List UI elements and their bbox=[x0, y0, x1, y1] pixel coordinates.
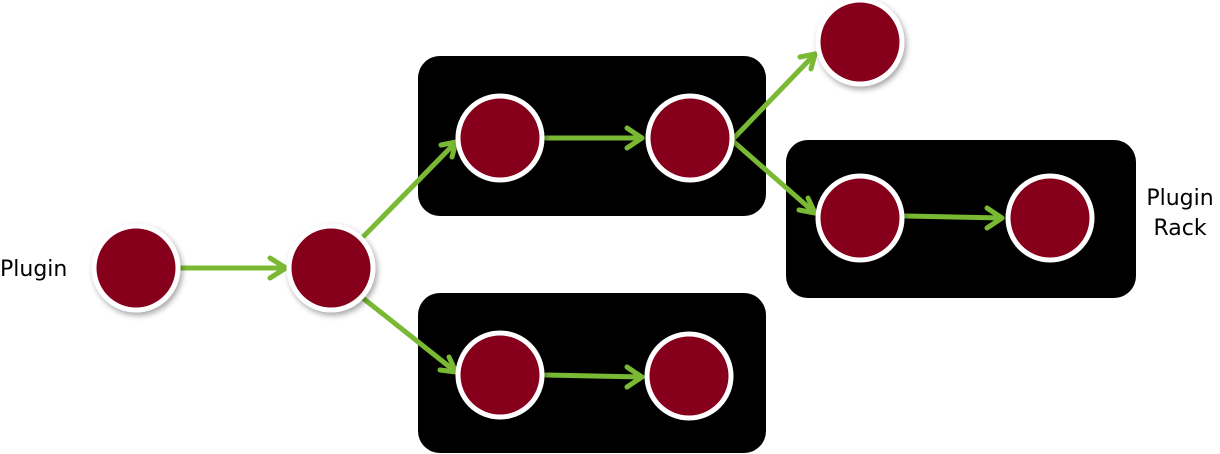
nodes bbox=[91, 0, 1095, 421]
arrow-bottom-1-to-bottom-2 bbox=[543, 372, 645, 380]
node-right-2 bbox=[1005, 173, 1095, 263]
node-top-2 bbox=[645, 93, 735, 183]
node-hub bbox=[286, 223, 376, 313]
plugin-rack-label-line2: Rack bbox=[1153, 216, 1207, 241]
arrowhead-top-1-to-top-2 bbox=[624, 125, 645, 151]
node-plugin bbox=[91, 223, 181, 313]
arrow-top-2-to-free bbox=[731, 51, 818, 141]
node-right-1 bbox=[815, 173, 905, 263]
arrow-top-2-to-right-1 bbox=[731, 139, 818, 216]
node-bottom-2 bbox=[644, 331, 734, 421]
node-free bbox=[815, 0, 905, 87]
arrowhead-top-2-to-free bbox=[797, 51, 818, 72]
node-top-1 bbox=[455, 93, 545, 183]
arrow-hub-to-bottom-1 bbox=[361, 296, 459, 375]
arrowhead-plugin-to-hub bbox=[267, 255, 289, 281]
plugin-label: Plugin bbox=[0, 257, 68, 282]
arrowhead-top-2-to-right-1 bbox=[796, 195, 818, 216]
arrowhead-right-1-to-right-2 bbox=[984, 205, 1005, 231]
plugin-rack-label-line1: Plugin bbox=[1146, 186, 1214, 211]
arrowhead-bottom-1-to-bottom-2 bbox=[624, 364, 645, 390]
connectors bbox=[177, 51, 1005, 390]
plugin-rack-label: Plugin Rack bbox=[1140, 184, 1220, 244]
arrow-hub-to-top-1 bbox=[361, 139, 459, 239]
arrow-right-1-to-right-2 bbox=[903, 213, 1005, 221]
node-bottom-1 bbox=[455, 330, 545, 420]
